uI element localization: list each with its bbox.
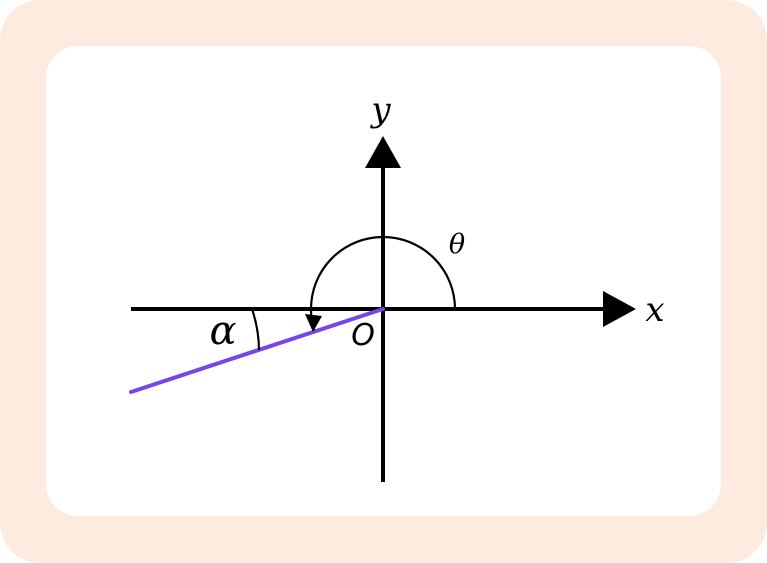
theta-arc-arrowhead	[305, 314, 322, 332]
theta-arc	[309, 235, 457, 331]
x-axis-label: x	[645, 290, 664, 330]
x-axis-arrowhead	[603, 291, 636, 327]
terminal-side	[129, 307, 385, 394]
theta-label: θ	[449, 229, 465, 260]
alpha-label: α	[209, 308, 236, 354]
y-axis-arrowhead	[365, 136, 401, 168]
origin-label: O	[351, 318, 375, 353]
alpha-arc	[250, 308, 261, 351]
y-axis-label: y	[369, 90, 391, 130]
